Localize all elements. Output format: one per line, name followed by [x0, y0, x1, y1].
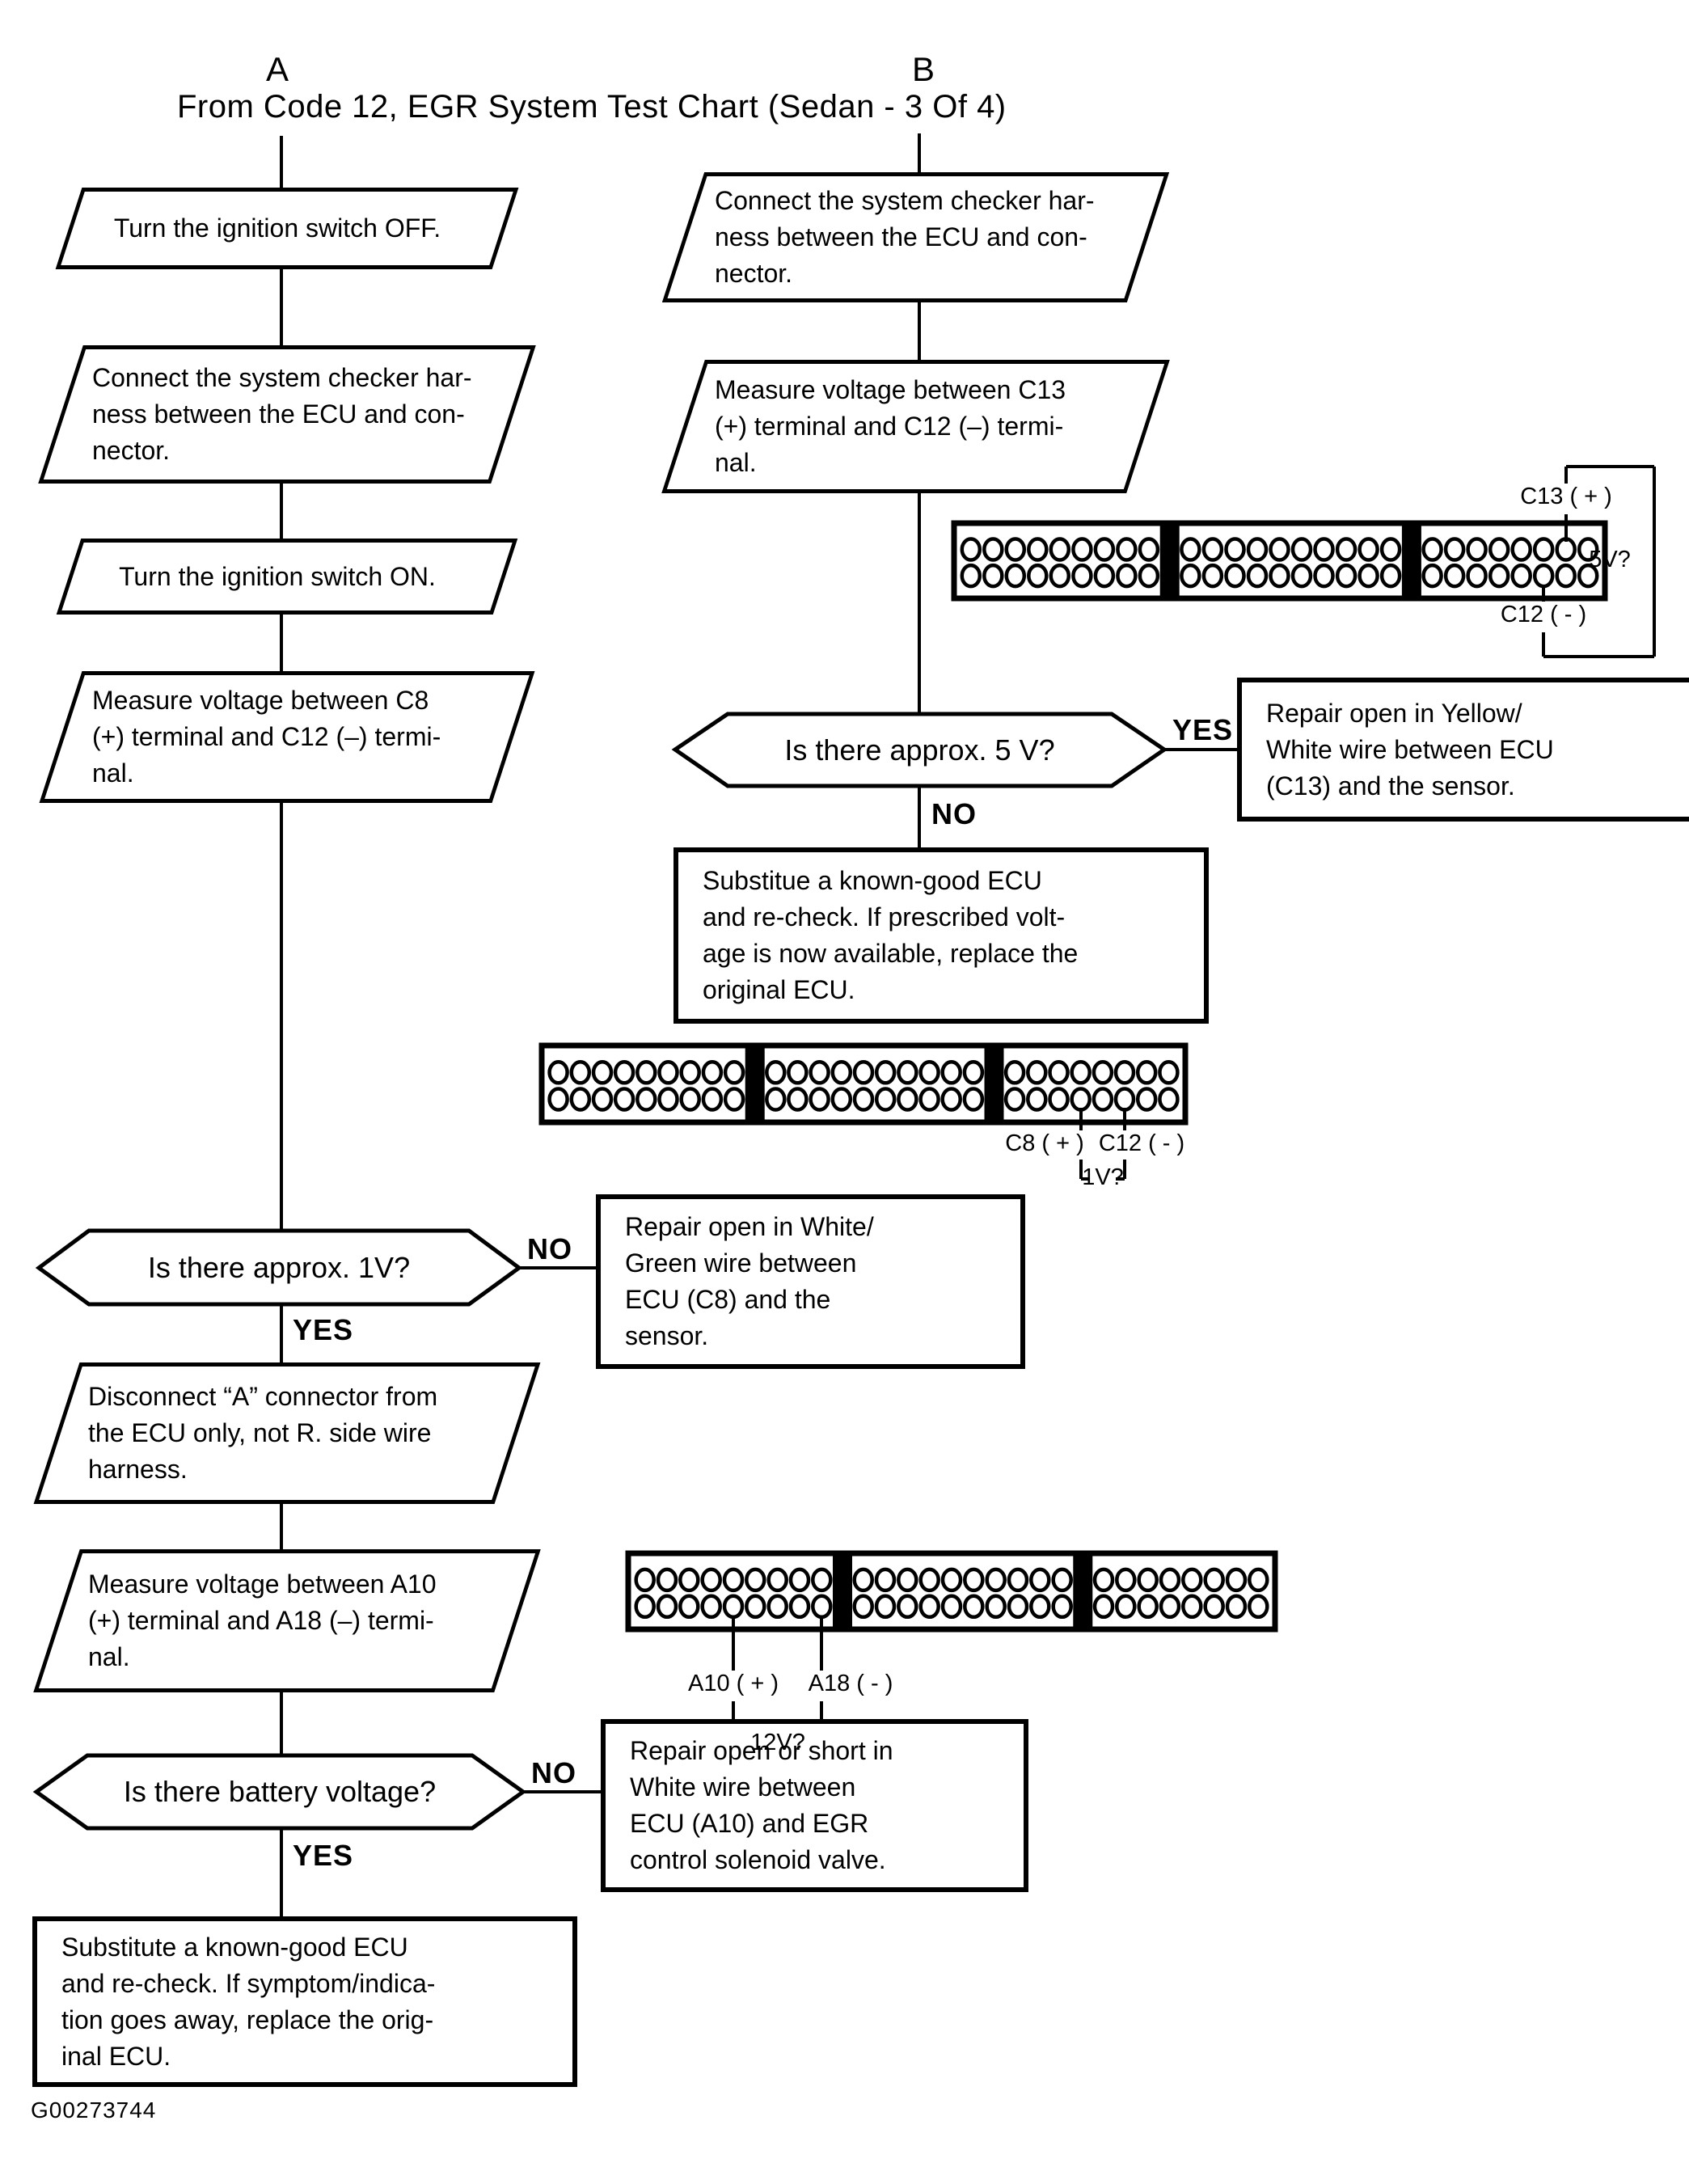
decision-approx-1v-shape: [35, 1228, 523, 1307]
step-measure-c8-text: Measure voltage between C8 (+) terminal …: [92, 686, 441, 788]
yes-label-1v: YES: [293, 1313, 354, 1346]
yes-label-5v: YES: [1172, 713, 1234, 746]
decision-approx-5v: Is there approx. 5 V?: [784, 733, 1055, 767]
connector-diagrams: [538, 520, 1608, 1633]
no-label-5v: NO: [931, 797, 977, 830]
step-measure-a10-text: Measure voltage between A10 (+) terminal…: [88, 1569, 437, 1671]
decision-approx-1v: Is there approx. 1V?: [147, 1250, 411, 1284]
substitute-ecu-a-box: Substitute a known-good ECU and re-check…: [32, 1916, 577, 2087]
flow-lines: [280, 133, 1237, 1916]
step-connect-harness-a: Connect the system checker har- ness bet…: [38, 345, 536, 484]
step-ignition-on: Turn the ignition switch ON.: [56, 539, 518, 615]
step-ignition-off-text: Turn the ignition switch OFF.: [113, 213, 441, 243]
step-measure-c13-text: Measure voltage between C13 (+) terminal…: [715, 375, 1066, 477]
c13-positive-pin-label: C13 ( + ): [1520, 484, 1612, 509]
no-label-1v: NO: [527, 1232, 572, 1265]
ecu-connector-c13-check: [951, 520, 1608, 602]
step-connect-harness-b-text: Connect the system checker har- ness bet…: [715, 186, 1095, 288]
branch-b-label: B: [911, 50, 935, 88]
step-connect-harness-a-text: Connect the system checker har- ness bet…: [92, 363, 472, 465]
decision-approx-5v-shape: [671, 712, 1168, 788]
no-label-battery: NO: [531, 1756, 576, 1789]
voltage-12v-label: 12V?: [750, 1730, 805, 1755]
step-measure-c13: Measure voltage between C13 (+) terminal…: [661, 360, 1170, 493]
leader-lines-c8-check: [1079, 1108, 1126, 1181]
a10-positive-pin-label: A10 ( + ): [687, 1671, 779, 1696]
substitute-ecu-b-box: Substitue a known-good ECU and re-check.…: [673, 847, 1209, 1024]
branch-a-label: A: [265, 50, 289, 88]
step-disconnect-a-connector-text: Disconnect “A” connector from the ECU on…: [88, 1382, 438, 1484]
repair-white-green-box: Repair open in White/ Green wire between…: [596, 1194, 1025, 1369]
a18-negative-pin-label: A18 ( - ): [808, 1671, 893, 1696]
c12-negative-pin-label-mid: C12 ( - ): [1098, 1130, 1185, 1156]
page-title: From Code 12, EGR System Test Chart (Sed…: [177, 89, 1007, 125]
figure-id-label: G00273744: [31, 2097, 157, 2123]
step-ignition-off: Turn the ignition switch OFF.: [55, 188, 519, 269]
step-measure-a10: Measure voltage between A10 (+) terminal…: [33, 1549, 541, 1692]
voltage-5v-label: 5V?: [1589, 547, 1631, 572]
leader-lines-c13-check: [1542, 465, 1656, 658]
step-measure-c8: Measure voltage between C8 (+) terminal …: [39, 671, 535, 803]
ecu-connector-c8-check: [538, 1042, 1189, 1126]
ecu-connector-a10-check: [625, 1550, 1278, 1633]
decision-battery-voltage: Is there battery voltage?: [123, 1775, 437, 1808]
step-connect-harness-b: Connect the system checker har- ness bet…: [661, 172, 1170, 302]
repair-white-wire-box: Repair open or short in White wire betwe…: [601, 1719, 1028, 1892]
decision-battery-voltage-shape: [32, 1753, 527, 1831]
step-ignition-on-text: Turn the ignition switch ON.: [119, 561, 436, 591]
yes-label-battery: YES: [293, 1839, 354, 1872]
decision-shapes: [32, 712, 1168, 1831]
voltage-1v-label: 1V?: [1082, 1164, 1124, 1190]
c12-negative-pin-label-top: C12 ( - ): [1500, 602, 1587, 627]
c8-positive-pin-label: C8 ( + ): [1005, 1130, 1084, 1156]
step-disconnect-a-connector: Disconnect “A” connector from the ECU on…: [33, 1362, 541, 1504]
repair-yellow-white-box: Repair open in Yellow/ White wire betwee…: [1237, 678, 1689, 822]
